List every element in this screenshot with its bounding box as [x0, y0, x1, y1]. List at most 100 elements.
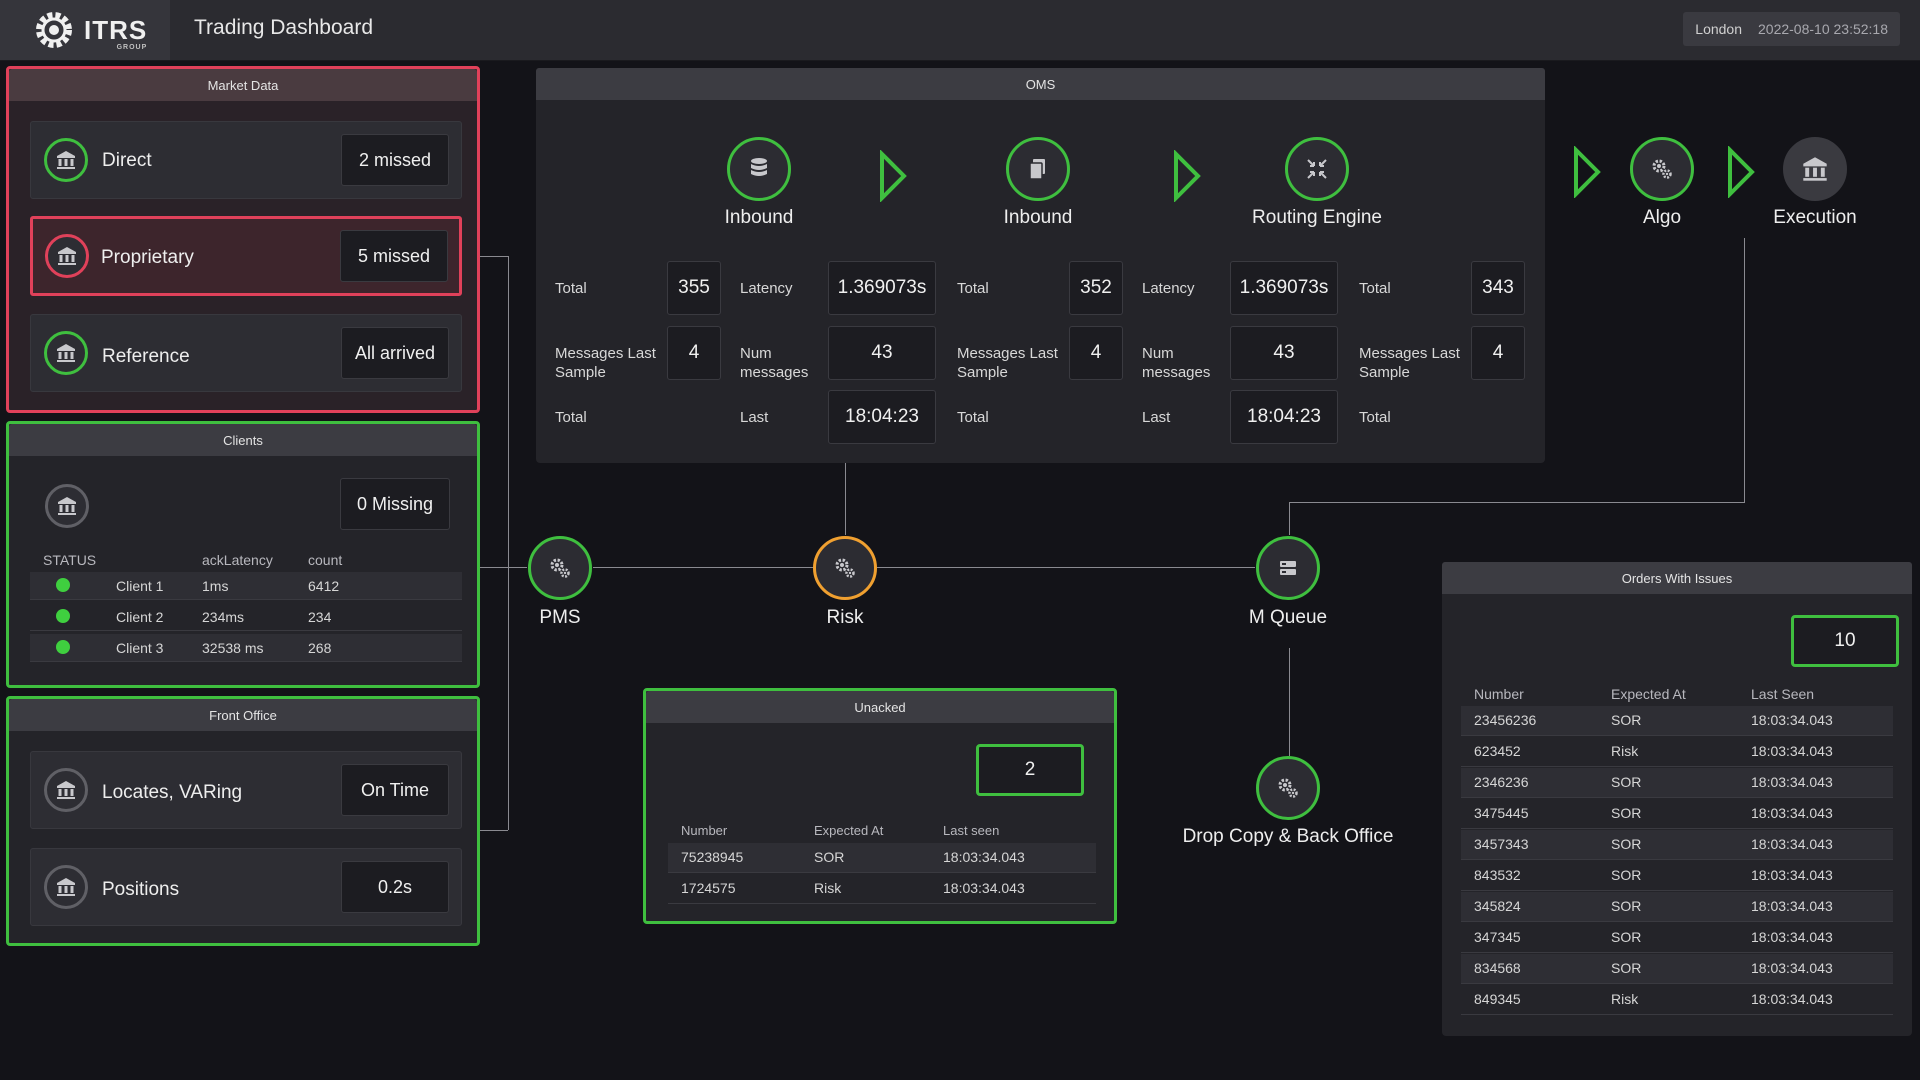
table-row[interactable]: Client 1 1ms 6412 — [30, 572, 462, 600]
gears-icon — [1275, 775, 1301, 801]
stat-label: Last — [740, 409, 769, 426]
cell-last-seen: 18:03:34.043 — [1751, 805, 1833, 821]
execution-node[interactable] — [1783, 137, 1847, 201]
flow-arrow-icon — [1174, 150, 1201, 202]
gears-icon — [547, 555, 573, 581]
cell-number: 347345 — [1474, 929, 1521, 945]
column-header-expected: Expected At — [814, 823, 884, 838]
cell-expected: SOR — [1611, 929, 1642, 945]
table-row[interactable]: Client 2 234ms 234 — [30, 603, 462, 631]
cell-number: 623452 — [1474, 743, 1521, 759]
pms-node[interactable] — [528, 536, 592, 600]
clients-missing-value: 0 Missing — [340, 478, 450, 530]
table-row[interactable]: Client 3 32538 ms 268 — [30, 634, 462, 662]
cell-number: 3475445 — [1474, 805, 1529, 821]
unacked-panel: Unacked 2 Number Expected At Last seen 7… — [643, 688, 1117, 924]
cell-last-seen: 18:03:34.043 — [1751, 743, 1833, 759]
row-label: Proprietary — [101, 247, 194, 268]
routing-engine-node[interactable] — [1285, 137, 1349, 201]
front-office-row-locates[interactable]: Locates, VARing On Time — [30, 751, 462, 829]
mqueue-node[interactable] — [1256, 536, 1320, 600]
row-value: All arrived — [341, 327, 449, 379]
bank-icon — [1802, 156, 1828, 182]
node-label: Drop Copy & Back Office — [1182, 826, 1394, 847]
row-label: Locates, VARing — [102, 782, 243, 803]
table-row[interactable]: 75238945 SOR 18:03:34.043 — [668, 843, 1096, 873]
risk-node[interactable] — [813, 536, 877, 600]
row-label: Direct — [102, 150, 152, 171]
cell-last-seen: 18:03:34.043 — [1751, 960, 1833, 976]
cell-last-seen: 18:03:34.043 — [1751, 898, 1833, 914]
node-label: Algo — [1642, 207, 1682, 228]
cell-last-seen: 18:03:34.043 — [943, 880, 1025, 896]
node-label: Inbound — [1003, 207, 1073, 228]
node-label: M Queue — [1248, 607, 1328, 628]
row-value: 5 missed — [340, 230, 448, 282]
cell-last-seen: 18:03:34.043 — [1751, 712, 1833, 728]
row-label: Reference — [102, 346, 190, 367]
stat-label: Num messages — [1142, 345, 1211, 381]
front-office-row-positions[interactable]: Positions 0.2s — [30, 848, 462, 926]
node-label: PMS — [539, 607, 581, 628]
client-count: 268 — [308, 640, 332, 656]
cell-last-seen: 18:03:34.043 — [1751, 836, 1833, 852]
status-dot — [56, 578, 70, 592]
node-label: Routing Engine — [1252, 207, 1382, 228]
stat-value: 43 — [828, 326, 936, 380]
cell-expected: Risk — [814, 880, 842, 896]
node-label: Inbound — [724, 207, 794, 228]
status-dot — [56, 640, 70, 654]
cell-number: 3457343 — [1474, 836, 1529, 852]
cell-number: 843532 — [1474, 867, 1521, 883]
table-row[interactable]: 2346236 SOR 18:03:34.043 — [1461, 768, 1893, 798]
stat-value: 4 — [667, 326, 721, 380]
cell-number: 2346236 — [1474, 774, 1529, 790]
node-label: Risk — [826, 607, 864, 628]
stat-label: Total — [555, 409, 587, 426]
bank-icon — [45, 234, 89, 278]
column-header-number: Number — [681, 823, 728, 838]
table-row[interactable]: 1724575 Risk 18:03:34.043 — [668, 874, 1096, 904]
connector-line — [1289, 502, 1745, 503]
connector-line — [877, 567, 1255, 568]
row-value: On Time — [341, 764, 449, 816]
cell-expected: SOR — [1611, 774, 1642, 790]
stat-value: 4 — [1471, 326, 1525, 380]
cell-expected: SOR — [1611, 712, 1642, 728]
cell-last-seen: 18:03:34.043 — [1751, 929, 1833, 945]
algo-node[interactable] — [1630, 137, 1694, 201]
stat-label: Num messages — [740, 345, 809, 381]
market-row-reference[interactable]: Reference All arrived — [30, 314, 462, 392]
cell-expected: Risk — [1611, 991, 1639, 1007]
connector-line — [478, 830, 508, 831]
oms-inbound-node-2[interactable] — [1006, 137, 1070, 201]
database-icon — [746, 156, 772, 182]
client-name: Client 1 — [116, 578, 164, 594]
market-row-proprietary[interactable]: Proprietary 5 missed — [30, 216, 462, 296]
clock: London 2022-08-10 23:52:18 — [1683, 12, 1900, 46]
oms-inbound-node[interactable] — [727, 137, 791, 201]
stat-value: 1.369073s — [828, 261, 936, 315]
cell-expected: SOR — [1611, 898, 1642, 914]
stat-label: Total — [957, 280, 989, 297]
market-data-panel: Market Data Direct 2 missed Proprietary … — [6, 66, 480, 413]
cell-last-seen: 18:03:34.043 — [1751, 774, 1833, 790]
bank-icon — [45, 484, 89, 528]
market-row-direct[interactable]: Direct 2 missed — [30, 121, 462, 199]
connector-line — [1289, 502, 1290, 535]
table-row[interactable]: 347345 SOR 18:03:34.043 — [1461, 923, 1893, 953]
panel-title: Unacked — [646, 691, 1114, 723]
oms-panel: OMS Inbound Inbound Routing Engine Total… — [536, 68, 1545, 463]
brand-sub: GROUP — [116, 44, 148, 51]
drop-copy-node[interactable] — [1256, 756, 1320, 820]
stat-value: 1.369073s — [1230, 261, 1338, 315]
